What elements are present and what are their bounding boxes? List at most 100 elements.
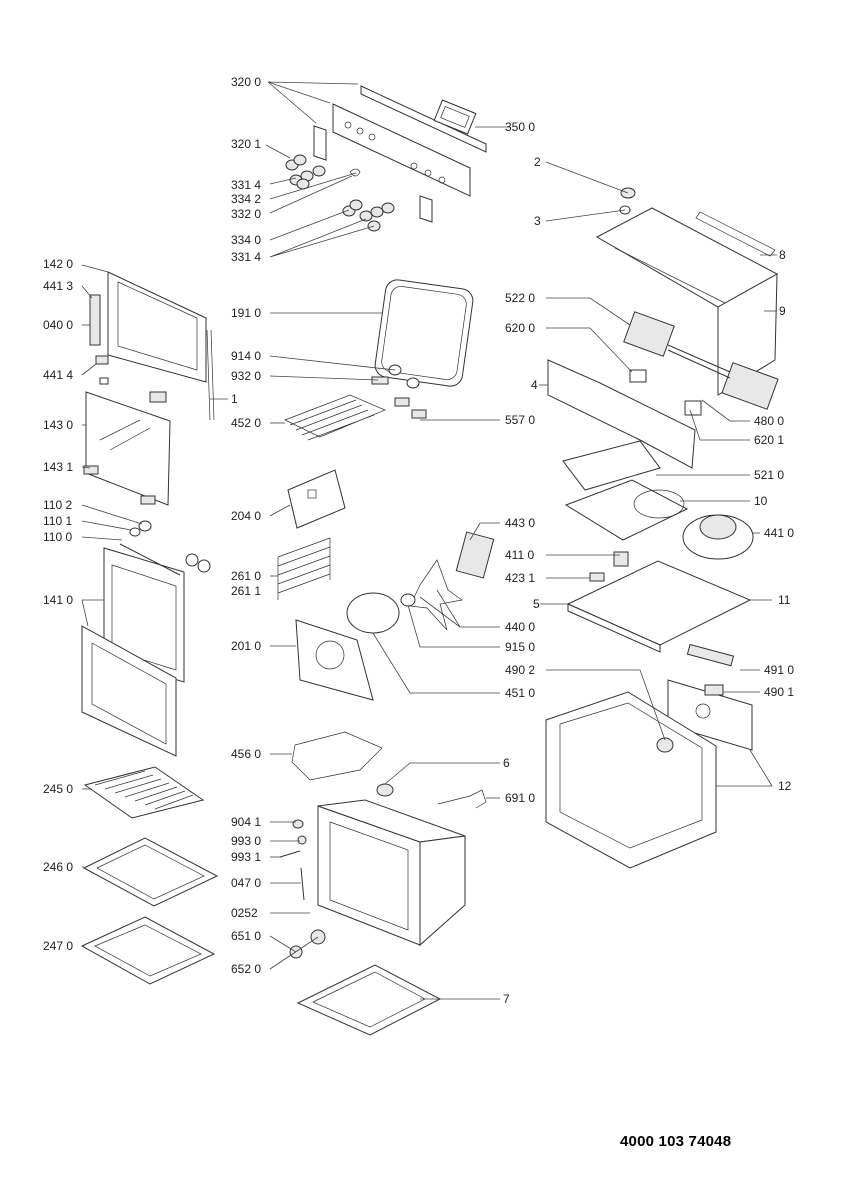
label-2: 2 (534, 155, 541, 169)
label-4410: 441 0 (764, 526, 794, 540)
label-9150: 915 0 (505, 640, 535, 654)
door-gasket-frame (81, 625, 177, 757)
control-panel-bracket (419, 195, 433, 223)
outer-housing (545, 691, 717, 869)
door-glass-outer (103, 547, 185, 683)
label-6510: 651 0 (231, 929, 261, 943)
label-3314-b: 331 4 (231, 250, 261, 264)
wire-rack (83, 766, 205, 819)
label-9: 9 (779, 304, 786, 318)
label-3201: 320 1 (231, 137, 261, 151)
label-1100: 110 0 (43, 530, 72, 544)
side-bracket (547, 359, 696, 469)
label-4520: 452 0 (231, 416, 261, 430)
racks-and-trays (80, 766, 219, 985)
label-5210: 521 0 (754, 468, 784, 482)
terminal-block (686, 643, 735, 667)
label-9930: 993 0 (231, 834, 261, 848)
label-10: 10 (754, 494, 768, 508)
control-panel-side (313, 125, 327, 161)
label-6200: 620 0 (505, 321, 535, 335)
label-2010: 201 0 (231, 639, 261, 653)
hinge-part (89, 294, 101, 346)
label-0400: 040 0 (43, 318, 73, 332)
fan-motor-group (400, 531, 495, 631)
label-4231: 423 1 (505, 571, 535, 585)
label-3342: 334 2 (231, 192, 261, 206)
label-3314-a: 331 4 (231, 178, 261, 192)
label-1: 1 (231, 392, 238, 406)
rear-plate (287, 469, 346, 529)
label-4902: 490 2 (505, 663, 535, 677)
label-9140: 914 0 (231, 349, 261, 363)
label-1102: 110 2 (43, 498, 72, 512)
knobs-group (285, 154, 395, 232)
door-glass-inner (85, 391, 171, 506)
label-4800: 480 0 (754, 414, 784, 428)
circular-element (346, 592, 400, 634)
control-panel-front (332, 103, 471, 197)
label-9931: 993 1 (231, 850, 261, 864)
deep-tray (80, 916, 216, 985)
label-3: 3 (534, 214, 541, 228)
door-handle-part (437, 789, 487, 809)
fan-cover (295, 619, 374, 701)
label-3340: 334 0 (231, 233, 261, 247)
label-7: 7 (503, 992, 510, 1006)
leader-lines (81, 81, 777, 1000)
label-1430: 143 0 (43, 418, 73, 432)
label-8: 8 (779, 248, 786, 262)
door-assembly (81, 271, 215, 757)
label-5570: 557 0 (505, 413, 535, 427)
label-4413: 441 3 (43, 279, 73, 293)
right-parts (545, 187, 779, 869)
label-4110: 411 0 (505, 548, 534, 562)
label-4560: 456 0 (231, 747, 261, 761)
label-0470: 047 0 (231, 876, 261, 890)
label-4910: 491 0 (764, 663, 794, 677)
side-runners (277, 537, 331, 600)
label-2040: 204 0 (231, 509, 261, 523)
label-1410: 141 0 (43, 593, 73, 607)
label-9320: 932 0 (231, 369, 261, 383)
label-9041: 904 1 (231, 815, 261, 829)
bottom-panel (296, 964, 442, 1036)
cooling-plate (564, 479, 689, 541)
lower-element (291, 731, 383, 781)
label-1431: 143 1 (43, 460, 73, 474)
label-6201: 620 1 (754, 433, 784, 447)
control-panel-group (313, 85, 487, 223)
label-3500: 350 0 (505, 120, 535, 134)
label-0252: 0252 (231, 906, 258, 920)
center-parts (277, 279, 474, 1036)
label-3320: 332 0 (231, 207, 261, 221)
label-5: 5 (533, 597, 540, 611)
relay-module-b (721, 362, 779, 410)
baking-tray (82, 837, 219, 907)
label-1910: 191 0 (231, 306, 261, 320)
label-2470: 247 0 (43, 939, 73, 953)
label-2611: 261 1 (231, 584, 261, 598)
label-1101: 110 1 (43, 514, 72, 528)
label-2610: 261 0 (231, 569, 261, 583)
label-6910: 691 0 (505, 791, 535, 805)
document-code: 4000 103 74048 (620, 1133, 732, 1150)
label-5220: 522 0 (505, 291, 535, 305)
label-2460: 246 0 (43, 860, 73, 874)
label-12: 12 (778, 779, 792, 793)
grill-element (284, 394, 386, 441)
label-1420: 142 0 (43, 257, 73, 271)
part-labels: 320 0 350 0 320 1 331 4 334 2 332 0 334 … (43, 75, 794, 1006)
label-6520: 652 0 (231, 962, 261, 976)
electronics-board (562, 440, 661, 491)
door-outer-frame (107, 271, 207, 383)
label-4: 4 (531, 378, 538, 392)
label-4901: 490 1 (764, 685, 794, 699)
label-6: 6 (503, 756, 510, 770)
label-4400: 440 0 (505, 620, 535, 634)
label-4510: 451 0 (505, 686, 535, 700)
label-4430: 443 0 (505, 516, 535, 530)
label-3200: 320 0 (231, 75, 261, 89)
relay-module-a (623, 311, 675, 357)
